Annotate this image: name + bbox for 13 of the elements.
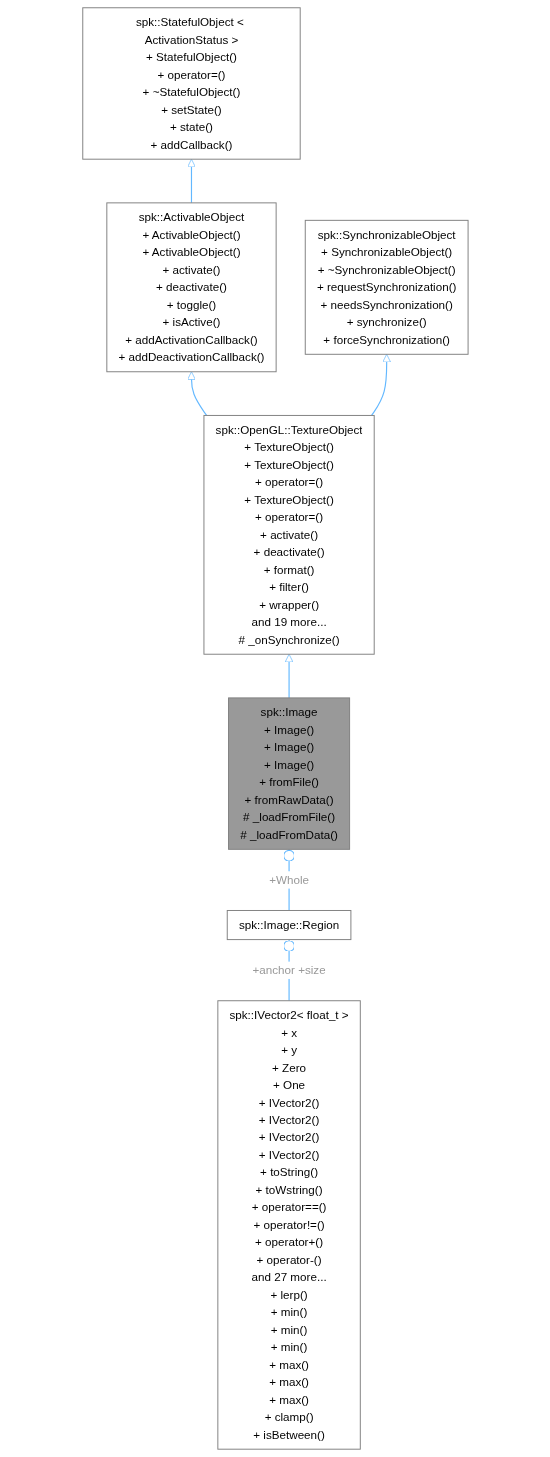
node-box: spk::SynchronizableObject + SynchronizableObject() + ~SynchronizableObject() + requestSynchronization() + needsSynchronization() + synchronize() + forceSynchronization() [304, 219, 469, 355]
edge-label: +anchor +size [252, 963, 326, 977]
node-box: spk::Image::Region [226, 910, 351, 941]
node-box: spk::Image + Image() + Image() + Image() + fromFile() + fromRawData() # _loadFromFile() # _loadFromData() [227, 697, 350, 850]
edge-label: +Whole [268, 873, 309, 887]
node-box: spk::ActivableObject + ActivableObject() + ActivableObject() + activate() + deactivate() + toggle() + isActive() + addActivationCallback() + addDeactivationCallback() [105, 202, 277, 373]
arrow [284, 653, 293, 699]
node-box: spk::IVector2< float_t > + x + y + Zero + One + IVector2() + IVector2() + IVector2() + IVector2() + toString() + toWstring() + operator==() + operator!=() + operator+() + operator-() and 27 more... + lerp() + min() + min() + min() + max() + max() + max() + clamp() + isBetween() [216, 1000, 361, 1450]
arrow [370, 353, 391, 417]
node-box: spk::StatefulObject < ActivationStatus > + StatefulObject() + operator=() + ~StatefulObject() + setState() + state() + addCallback() [81, 7, 301, 160]
arrow [186, 158, 196, 204]
node-box: spk::OpenGL::TextureObject + TextureObject() + TextureObject() + operator=() + TextureObject() + operator=() + activate() + deactivate() + format() + filter() + wrapper() and 19 more... # _onSynchronize() [203, 414, 375, 655]
arrow [186, 371, 207, 417]
